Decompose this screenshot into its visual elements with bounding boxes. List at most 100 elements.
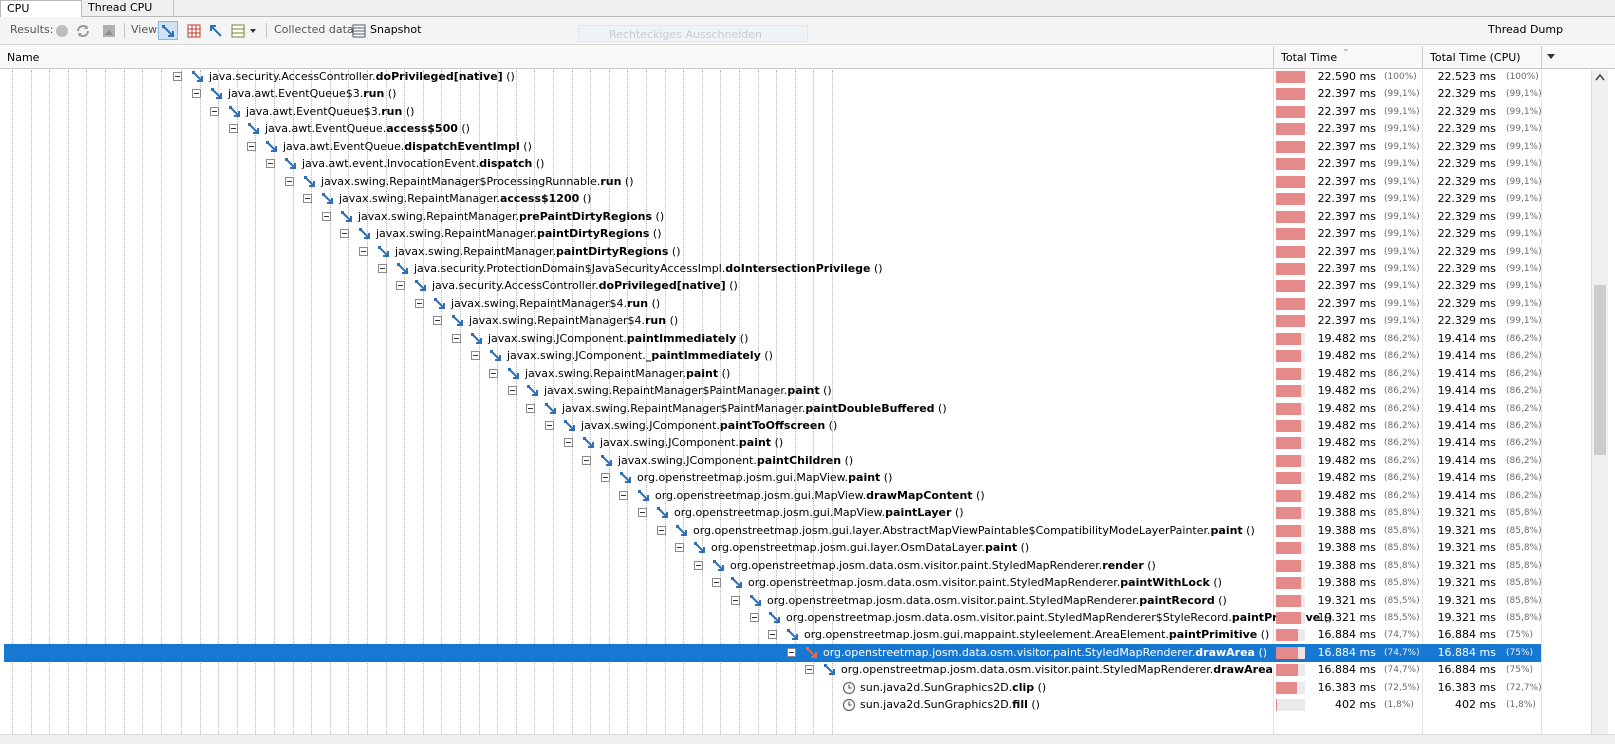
table-row[interactable]: javax.swing.RepaintManager.paint ()19.48… xyxy=(0,365,1590,383)
snapshot-icon[interactable] xyxy=(349,21,369,40)
table-row[interactable]: org.openstreetmap.josm.gui.MapView.drawM… xyxy=(0,487,1590,505)
tree-guide-line xyxy=(142,70,144,734)
collapse-toggle-icon[interactable] xyxy=(173,72,182,81)
table-row[interactable]: javax.swing.JComponent.paint ()19.482 ms… xyxy=(0,434,1590,452)
table-row[interactable]: javax.swing.RepaintManager$PaintManager.… xyxy=(0,382,1590,400)
table-row[interactable]: javax.swing.JComponent._paintImmediately… xyxy=(0,347,1590,365)
collapse-toggle-icon[interactable] xyxy=(712,578,721,587)
collapse-toggle-icon[interactable] xyxy=(359,247,368,256)
collapse-toggle-icon[interactable] xyxy=(731,596,740,605)
collapse-toggle-icon[interactable] xyxy=(285,177,294,186)
stop-icon[interactable] xyxy=(52,21,72,40)
table-row[interactable]: org.openstreetmap.josm.gui.layer.Abstrac… xyxy=(0,522,1590,540)
collapse-toggle-icon[interactable] xyxy=(768,630,777,639)
collapse-toggle-icon[interactable] xyxy=(247,142,256,151)
tab-cpu-samples[interactable]: CPU samples xyxy=(0,0,82,30)
table-row[interactable]: javax.swing.JComponent.paintImmediately … xyxy=(0,330,1590,348)
tab-thread-cpu-time[interactable]: Thread CPU time xyxy=(82,0,174,29)
collapse-toggle-icon[interactable] xyxy=(582,456,591,465)
method-class: org.openstreetmap.josm.data.osm.visitor.… xyxy=(730,559,1103,572)
collapse-toggle-icon[interactable] xyxy=(750,613,759,622)
collapse-toggle-icon[interactable] xyxy=(787,648,796,657)
table-row[interactable]: javax.swing.RepaintManager.paintDirtyReg… xyxy=(0,225,1590,243)
collapse-toggle-icon[interactable] xyxy=(545,421,554,430)
collapse-toggle-icon[interactable] xyxy=(526,404,535,413)
collapse-toggle-icon[interactable] xyxy=(415,299,424,308)
table-row[interactable]: javax.swing.RepaintManager$ProcessingRun… xyxy=(0,173,1590,191)
snapshot-take-icon[interactable] xyxy=(99,21,119,40)
collapse-toggle-icon[interactable] xyxy=(340,229,349,238)
collapse-toggle-icon[interactable] xyxy=(396,281,405,290)
table-row[interactable]: java.awt.EventQueue.dispatchEventImpl ()… xyxy=(0,138,1590,156)
table-row[interactable]: java.security.AccessController.doPrivile… xyxy=(0,277,1590,295)
tab-bar: CPU samples Thread CPU time xyxy=(0,0,1615,30)
table-row[interactable]: org.openstreetmap.josm.gui.MapView.paint… xyxy=(0,504,1590,522)
method-class: javax.swing.RepaintManager. xyxy=(395,245,556,258)
table-row[interactable]: org.openstreetmap.josm.data.osm.visitor.… xyxy=(0,574,1590,592)
refresh-icon[interactable] xyxy=(73,21,93,40)
table-row[interactable]: javax.swing.RepaintManager$4.run ()22.39… xyxy=(0,295,1590,313)
scroll-up-icon[interactable] xyxy=(1595,73,1605,81)
collapse-toggle-icon[interactable] xyxy=(508,386,517,395)
table-row[interactable]: java.security.AccessController.doPrivile… xyxy=(0,70,1590,86)
table-row[interactable]: javax.swing.RepaintManager$4.run ()22.39… xyxy=(0,312,1590,330)
table-row[interactable]: org.openstreetmap.josm.gui.MapView.paint… xyxy=(0,469,1590,487)
table-row[interactable]: javax.swing.JComponent.paintChildren ()1… xyxy=(0,452,1590,470)
table-row[interactable]: java.security.ProtectionDomain$JavaSecur… xyxy=(0,260,1590,278)
table-row[interactable]: org.openstreetmap.josm.data.osm.visitor.… xyxy=(0,661,1590,679)
table-row[interactable]: org.openstreetmap.josm.data.osm.visitor.… xyxy=(4,644,1541,662)
collapse-toggle-icon[interactable] xyxy=(601,473,610,482)
collapse-toggle-icon[interactable] xyxy=(229,124,238,133)
collapse-toggle-icon[interactable] xyxy=(266,159,275,168)
column-chooser-icon[interactable] xyxy=(1546,51,1556,64)
table-row[interactable]: java.awt.event.InvocationEvent.dispatch … xyxy=(0,155,1590,173)
table-row[interactable]: java.awt.EventQueue.access$500 ()22.397 … xyxy=(0,120,1590,138)
column-name[interactable]: Name xyxy=(7,51,40,64)
collapse-toggle-icon[interactable] xyxy=(675,543,684,552)
collapse-toggle-icon[interactable] xyxy=(638,508,647,517)
collapse-toggle-icon[interactable] xyxy=(452,334,461,343)
column-total-time[interactable]: Total Time xyxy=(1281,51,1338,64)
collapse-toggle-icon[interactable] xyxy=(805,665,814,674)
collapse-toggle-icon[interactable] xyxy=(657,526,666,535)
collapse-toggle-icon[interactable] xyxy=(192,89,201,98)
vertical-scrollbar[interactable] xyxy=(1591,70,1608,734)
collapse-toggle-icon[interactable] xyxy=(564,438,573,447)
back-traces-view-icon[interactable] xyxy=(206,21,226,40)
method-icon xyxy=(358,227,372,241)
collapse-toggle-icon[interactable] xyxy=(471,351,480,360)
collapse-toggle-icon[interactable] xyxy=(694,561,703,570)
collapse-toggle-icon[interactable] xyxy=(210,107,219,116)
collapse-toggle-icon[interactable] xyxy=(322,212,331,221)
ghost-overlay: Rechteckiges Ausschneiden xyxy=(578,25,808,42)
collapse-toggle-icon[interactable] xyxy=(619,491,628,500)
thread-dump-button[interactable]: Thread Dump xyxy=(1488,23,1564,36)
horizontal-scrollbar[interactable] xyxy=(0,734,1615,744)
collapse-toggle-icon[interactable] xyxy=(433,316,442,325)
collapse-toggle-icon[interactable] xyxy=(303,194,312,203)
collapse-toggle-icon[interactable] xyxy=(378,264,387,273)
table-row[interactable]: javax.swing.RepaintManager$PaintManager.… xyxy=(0,400,1590,418)
scrollbar-thumb[interactable] xyxy=(1594,285,1606,455)
column-total-time-cpu[interactable]: Total Time (CPU) xyxy=(1430,51,1521,64)
table-row[interactable]: javax.swing.RepaintManager.prePaintDirty… xyxy=(0,208,1590,226)
table-row[interactable]: javax.swing.RepaintManager.access$1200 (… xyxy=(0,190,1590,208)
table-row[interactable]: java.awt.EventQueue$3.run ()22.397 ms(99… xyxy=(0,85,1590,103)
cpu-time-percent: (99,1%) xyxy=(1506,159,1542,169)
table-row[interactable]: sun.java2d.SunGraphics2D.clip ()16.383 m… xyxy=(0,679,1590,697)
table-row[interactable]: org.openstreetmap.josm.gui.layer.OsmData… xyxy=(0,539,1590,557)
table-row[interactable]: javax.swing.RepaintManager.paintDirtyReg… xyxy=(0,243,1590,261)
table-view-icon[interactable] xyxy=(184,21,204,40)
table-row[interactable]: org.openstreetmap.josm.data.osm.visitor.… xyxy=(0,609,1590,627)
combined-view-dropdown-icon[interactable] xyxy=(230,21,260,40)
table-row[interactable]: sun.java2d.SunGraphics2D.fill ()402 ms(1… xyxy=(0,696,1590,714)
table-row[interactable]: org.openstreetmap.josm.gui.mappaint.styl… xyxy=(0,626,1590,644)
table-row[interactable]: org.openstreetmap.josm.data.osm.visitor.… xyxy=(0,592,1590,610)
table-row[interactable]: java.awt.EventQueue$3.run ()22.397 ms(99… xyxy=(0,103,1590,121)
collapse-toggle-icon[interactable] xyxy=(489,369,498,378)
table-row[interactable]: javax.swing.JComponent.paintToOffscreen … xyxy=(0,417,1590,435)
call-tree-view-icon[interactable] xyxy=(158,21,178,40)
snapshot-button[interactable]: Snapshot xyxy=(370,23,422,36)
method-name: org.openstreetmap.josm.data.osm.visitor.… xyxy=(841,661,1285,679)
table-row[interactable]: org.openstreetmap.josm.data.osm.visitor.… xyxy=(0,557,1590,575)
